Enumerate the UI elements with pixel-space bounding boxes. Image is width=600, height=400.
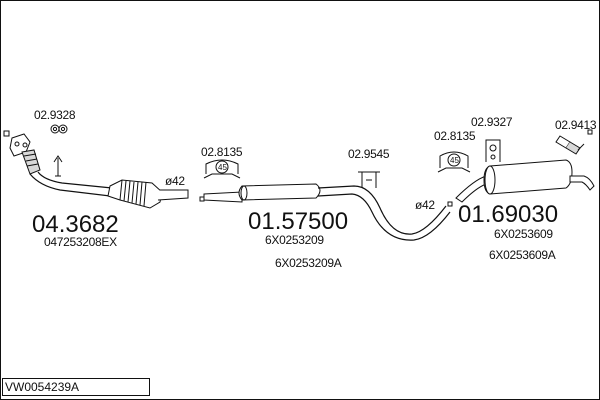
part-code-rear-section: 01.69030 — [458, 201, 558, 228]
part-ref2-middle-section: 6X0253209A — [275, 256, 342, 270]
dimension-rear-diameter: ø42 — [415, 198, 435, 212]
sensor-arrow-icon — [53, 155, 63, 176]
middle-inlet-pipe — [203, 191, 243, 203]
rear-section-assembly — [455, 159, 595, 203]
part-code-middle-section: 01.57500 — [248, 208, 348, 235]
clamp-size-rear: 45 — [450, 156, 459, 165]
joint-marker-mid — [199, 196, 205, 202]
accessory-label-clamp-rear: 02.8135 — [434, 129, 476, 143]
hanger-rear-icon — [485, 139, 501, 162]
catalyst-body — [107, 179, 163, 209]
clamp-size-front: 45 — [218, 163, 227, 172]
accessory-label-clamp-front: 02.8135 — [201, 145, 243, 159]
accessory-label-hanger-mid: 02.9545 — [348, 147, 390, 161]
diagram-reference-code: VW0054239A — [5, 380, 80, 394]
clamp-front-icon — [203, 159, 241, 179]
bracket-tail-icon — [555, 129, 593, 155]
part-ref-front-pipe: 047253208EX — [44, 235, 117, 249]
gasket-front-icon — [50, 124, 68, 134]
rear-muffler — [483, 159, 573, 195]
part-ref2-rear-section: 6X0253609A — [489, 248, 556, 262]
middle-section-assembly — [199, 183, 453, 241]
hanger-mid-icon — [358, 171, 380, 188]
accessory-label-hanger-rear: 02.9327 — [471, 115, 513, 129]
flange-marker-left — [3, 130, 10, 137]
clamp-rear-icon — [437, 151, 471, 173]
front-pipe-assembly — [3, 130, 189, 209]
front-pipe-tube-bottom — [37, 171, 113, 189]
middle-tail-tube-bottom — [317, 193, 451, 241]
middle-resonator — [238, 183, 321, 201]
tailpipe — [569, 175, 595, 191]
part-ref1-rear-section: 6X0253609 — [494, 227, 553, 241]
accessory-label-bracket-tail: 02.9413 — [555, 118, 597, 132]
joint-marker-rear — [447, 201, 453, 207]
dimension-front-diameter: ø42 — [165, 174, 185, 188]
flex-joint — [21, 149, 41, 175]
catalyst-outlet — [157, 189, 189, 201]
part-ref1-middle-section: 6X0253209 — [265, 233, 324, 247]
accessory-label-gasket-front: 02.9328 — [34, 108, 76, 122]
diagram-reference-box: VW0054239A — [2, 378, 150, 396]
middle-tail-tube-top — [317, 185, 447, 235]
part-code-front-pipe: 04.3682 — [32, 211, 119, 238]
front-pipe-tube-top — [29, 173, 123, 197]
